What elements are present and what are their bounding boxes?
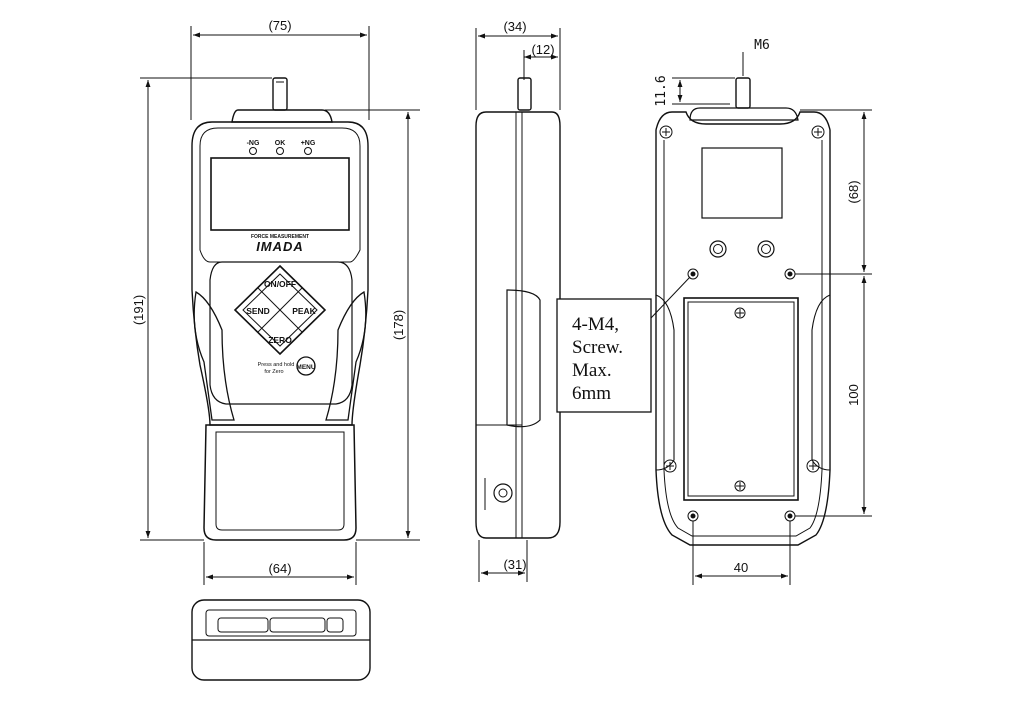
dim-back-upper: (68) xyxy=(846,180,861,203)
dim-back-hole-spacing: 40 xyxy=(734,560,748,575)
dim-side-top: (34) xyxy=(503,19,526,34)
menu-button-label: MENU xyxy=(296,364,315,371)
dim-front-body-height: (178) xyxy=(391,310,406,340)
screw-cover-top xyxy=(734,307,746,319)
front-display xyxy=(210,157,350,231)
brand-subtitle: FORCE MEASUREMENT xyxy=(251,234,309,240)
screw-corner-bl xyxy=(663,459,677,473)
led-label-ng-plus: +NG xyxy=(301,140,316,147)
back-label-window xyxy=(701,147,783,219)
dim-front-width: (75) xyxy=(268,18,291,33)
menu-hint-line1: Press and hold xyxy=(258,362,295,368)
back-body-outline xyxy=(655,111,831,546)
led-ng-minus xyxy=(249,147,257,155)
bottom-view xyxy=(191,599,371,681)
thread-label: M6 xyxy=(754,38,770,53)
side-probe-shaft xyxy=(517,77,532,111)
side-body-outline xyxy=(475,111,561,539)
dim-side-bottom: (31) xyxy=(503,557,526,572)
screw-m4-bottom-right xyxy=(784,510,796,522)
front-keypad-panel xyxy=(209,261,353,405)
screw-note: 4-M4, Screw. Max. 6mm xyxy=(556,276,691,413)
led-label-ok: OK xyxy=(275,140,286,147)
note-line-1: 4-M4, xyxy=(572,314,619,335)
brand-logo: IMADA xyxy=(256,239,304,254)
front-dimensions xyxy=(140,26,420,585)
screw-corner-tl xyxy=(659,125,673,139)
back-probe-shaft xyxy=(735,77,751,109)
front-labels: -NG OK +NG FORCE MEASUREMENT IMADA ON/OF… xyxy=(246,140,316,375)
front-handle xyxy=(203,424,357,541)
dim-side-shaft: (12) xyxy=(531,42,554,57)
dim-back-shaft-len: 11.6 xyxy=(654,75,669,106)
dim-back-lower: 100 xyxy=(846,384,861,406)
screw-cover-bottom xyxy=(734,480,746,492)
screw-m4-top-left xyxy=(687,268,699,280)
note-line-2: Screw. xyxy=(572,337,623,358)
zero-button[interactable]: ZERO xyxy=(268,335,292,345)
led-label-ng-minus: -NG xyxy=(247,140,260,147)
onoff-button[interactable]: ON/OFF xyxy=(264,279,296,289)
back-dimensions xyxy=(672,52,872,585)
front-probe-shaft xyxy=(272,77,288,111)
battery-cover xyxy=(683,297,799,501)
front-view xyxy=(191,77,369,541)
note-line-3: Max. xyxy=(572,360,612,381)
menu-hint-line2: for Zero xyxy=(264,369,283,375)
send-button[interactable]: SEND xyxy=(246,306,270,316)
side-view xyxy=(475,77,561,539)
led-ok xyxy=(276,147,284,155)
peak-button[interactable]: PEAK xyxy=(292,306,316,316)
side-dimensions xyxy=(475,28,561,582)
screw-m4-bottom-left xyxy=(687,510,699,522)
led-ng-plus xyxy=(304,147,312,155)
screw-corner-tr xyxy=(811,125,825,139)
menu-button[interactable] xyxy=(296,356,316,376)
note-line-4: 6mm xyxy=(572,383,611,404)
dim-front-height: (191) xyxy=(131,295,146,325)
dim-front-grip-width: (64) xyxy=(268,561,291,576)
back-view xyxy=(655,77,831,546)
screw-m4-top-right xyxy=(784,268,796,280)
screw-corner-br xyxy=(806,459,820,473)
